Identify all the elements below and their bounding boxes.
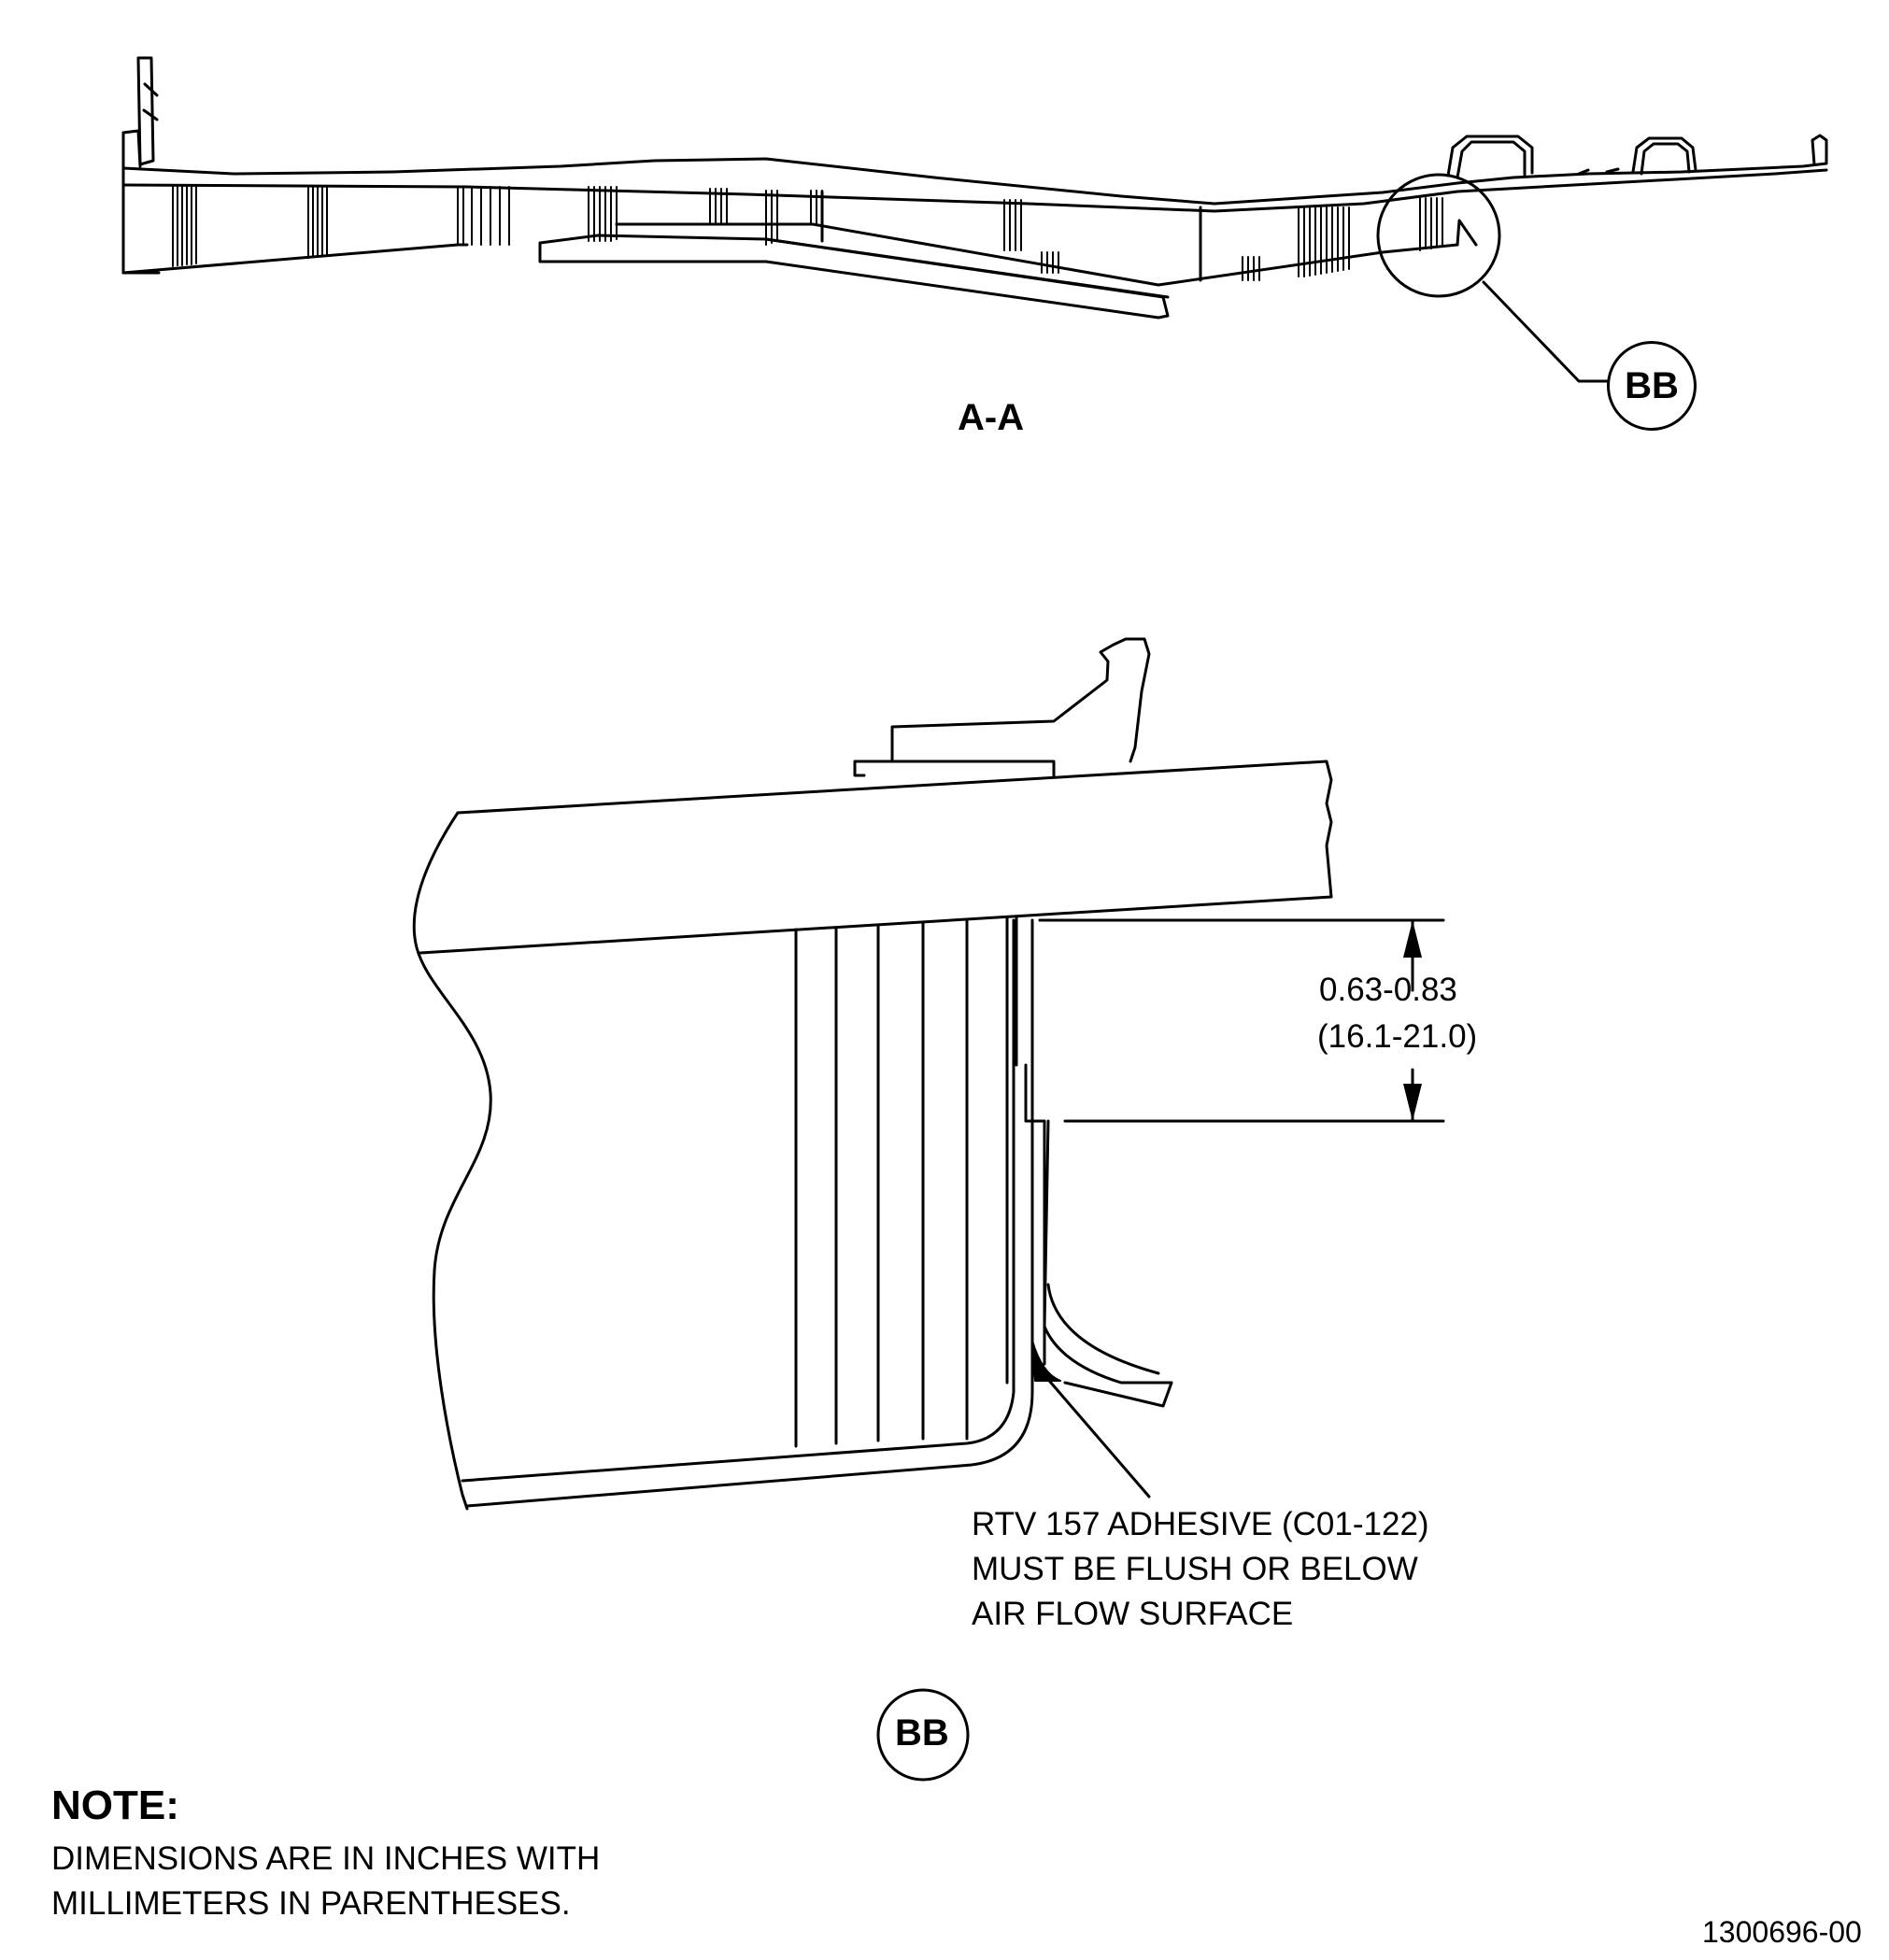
dimension-arrows	[1403, 920, 1422, 1121]
adhesive-note-line-1: RTV 157 ADHESIVE (C01-122)	[972, 1506, 1429, 1542]
detail-bb-label-circle	[876, 1688, 970, 1782]
figure-id: 1300696-00	[1702, 1915, 1862, 1949]
detail-bb-callout-bubble: BB	[1607, 341, 1697, 431]
adhesive-note-line-2: MUST BE FLUSH OR BELOW	[972, 1551, 1418, 1587]
dimension-millimeters: (16.1-21.0)	[1317, 1018, 1478, 1055]
note-line-2: MILLIMETERS IN PARENTHESES.	[51, 1885, 571, 1922]
adhesive-leader	[1043, 1373, 1151, 1498]
adhesive-fillet	[1031, 1340, 1061, 1382]
detail-bb-label: BB	[895, 1712, 949, 1754]
section-aa-drawing	[121, 56, 1828, 320]
detail-bb-callout-on-section	[1376, 173, 1609, 383]
note-line-1: DIMENSIONS ARE IN INCHES WITH	[51, 1840, 601, 1877]
note-title: NOTE:	[51, 1782, 179, 1828]
section-aa-label: A-A	[958, 397, 1025, 438]
dimension-inches: 0.63-0.83	[1319, 972, 1457, 1008]
adhesive-note-line-3: AIR FLOW SURFACE	[972, 1596, 1294, 1632]
detail-bb-drawing	[412, 637, 1333, 1511]
section-aa-ribs	[172, 186, 1443, 281]
